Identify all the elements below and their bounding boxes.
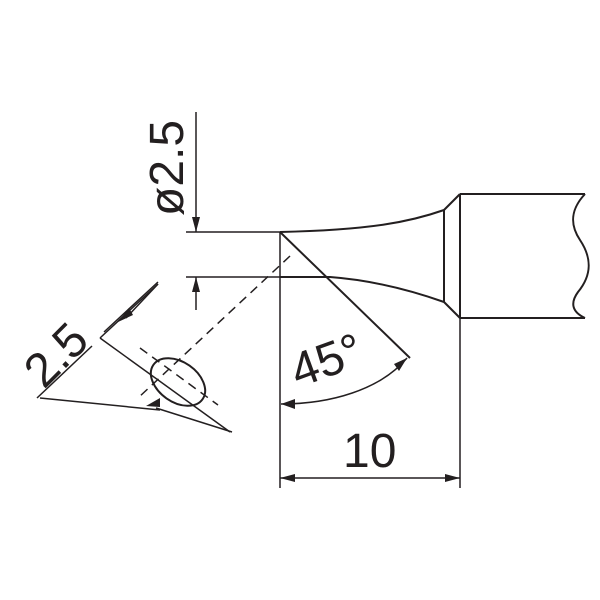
center-line <box>137 255 291 399</box>
diameter-label: ø2.5 <box>141 120 194 216</box>
face-width-dimension <box>36 281 233 433</box>
tip-outline <box>279 193 590 319</box>
diameter-dimension <box>192 112 200 310</box>
angle-dimension <box>280 357 408 409</box>
angle-label: 45° <box>284 324 370 399</box>
face-width-label: 2.5 <box>14 313 99 398</box>
face-section-ellipse <box>149 357 207 407</box>
length-dimension <box>280 318 461 488</box>
length-label: 10 <box>343 425 396 478</box>
bevel-line <box>279 231 411 359</box>
